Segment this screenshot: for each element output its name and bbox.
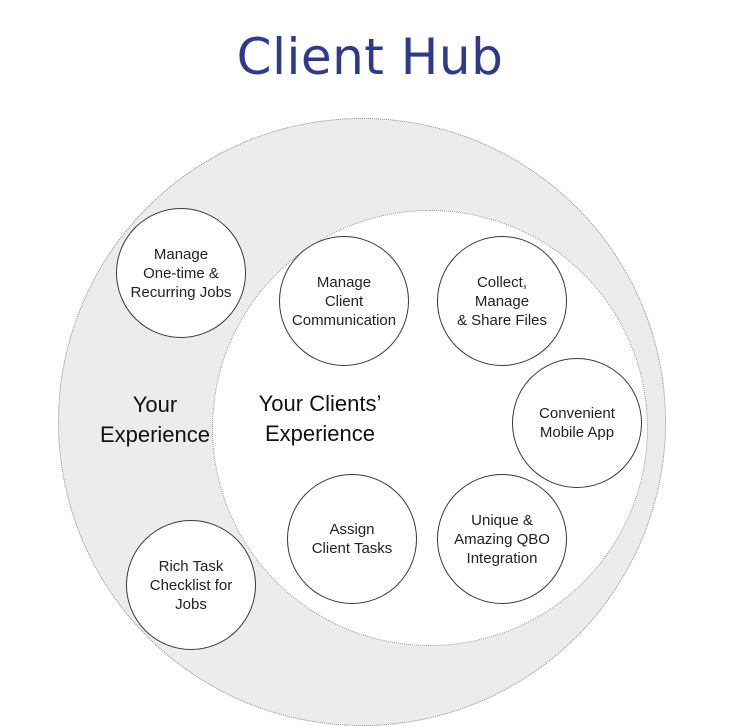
clients-experience-label: Your Clients’ Experience [258, 391, 382, 446]
manage-jobs-node: Manage One-time & Recurring Jobs [116, 208, 246, 338]
page-title: Client Hub [236, 28, 504, 86]
mobile-app-label: Convenient Mobile App [539, 405, 615, 441]
your-experience-label: Your Experience [99, 392, 211, 447]
qbo-integration-node: Unique & Amazing QBO Integration [437, 474, 567, 604]
task-checklist-label: Rich Task Checklist for Jobs [149, 557, 233, 613]
client-communication-node: Manage Client Communication [279, 236, 409, 366]
manage-jobs-label: Manage One-time & Recurring Jobs [130, 245, 232, 301]
mobile-app-node: Convenient Mobile App [512, 358, 642, 488]
share-files-node: Collect, Manage & Share Files [437, 236, 567, 366]
client-tasks-label: Assign Client Tasks [311, 521, 393, 557]
task-checklist-node: Rich Task Checklist for Jobs [126, 520, 256, 650]
qbo-integration-label: Unique & Amazing QBO Integration [454, 511, 550, 567]
client-communication-label: Manage Client Communication [291, 273, 397, 329]
client-tasks-node: Assign Client Tasks [287, 474, 417, 604]
share-files-label: Collect, Manage & Share Files [456, 273, 548, 329]
